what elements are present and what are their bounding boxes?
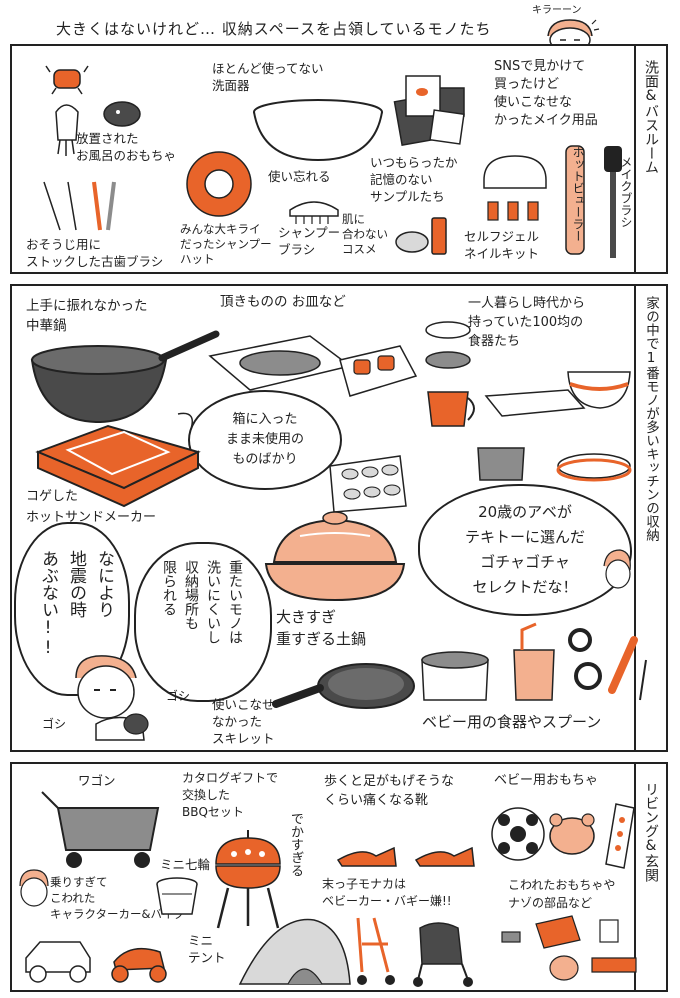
washbowl-label: ほとんど使ってない 洗面器	[212, 61, 324, 93]
samples-label: いつもらったか 記憶のない サンプルたち	[370, 155, 458, 204]
baby-toys-label: ベビー用おもちゃ	[494, 773, 599, 788]
old-toothbrush-label: おそうじ用に ストックした古歯ブラシ	[26, 237, 164, 269]
bathroom-tab	[634, 46, 666, 272]
living-label: リビング&玄関	[643, 782, 659, 882]
character-car-icon	[25, 941, 167, 983]
speech-bubble-quake-text: なにより 地震の時 あぶない!!	[38, 550, 114, 658]
character-car-label: 乗りすぎて こわれた キャラクターカー&バイク	[50, 875, 185, 921]
gift-dishes-label: 頂きものの お皿など	[220, 294, 346, 310]
page-title: 大きくはないけれど… 収納スペースを占領しているモノたち	[56, 20, 492, 38]
shampoo-brush-icon	[289, 201, 339, 224]
hot-curler-icon	[565, 145, 585, 255]
tent-label: ミニ テント	[188, 933, 226, 965]
broken-toys-label: こわれたおもちゃや ナゾの部品など	[508, 878, 616, 910]
gift-boxes-icon	[208, 335, 418, 513]
sfx-goshi-1: ゴシ	[166, 689, 191, 703]
donabe-icon	[264, 511, 406, 602]
author-face-icon-living	[19, 869, 49, 907]
gel-nail-kit-icon	[483, 155, 547, 221]
100yen-dishes-icon	[425, 321, 632, 482]
kitchen-label: 家の中で1番モノが多いキッチンの収納	[643, 296, 659, 542]
wok-label: 上手に振れなかった 中華鍋	[26, 298, 148, 334]
shichirin-label: ミニ七輪	[160, 857, 211, 872]
author-face-icon-kitchen	[603, 549, 631, 589]
baby-dishes-label: ベビー用の食器やスプーン	[422, 713, 602, 731]
shampoo-brush-label: シャンプー ブラシ	[278, 225, 341, 257]
skillet-label: 使いこなせ なかった スキレット	[212, 697, 275, 746]
baby-toys-icon	[491, 803, 635, 869]
speech-bubble-abe-text: 20歳のアベが テキトーに選んだ ゴチャゴチャ セレクトだな！	[464, 503, 585, 596]
bath-toys-label: 放置された お風呂のおもちゃ	[76, 131, 177, 163]
gel-nail-kit-label: セルフジェル ネイルキット	[464, 229, 540, 261]
sfx-goshi-2: ゴシ	[42, 717, 67, 731]
donabe-label: 大きすぎ 重すぎる土鍋	[276, 608, 367, 648]
speech-bubble-boxed: 箱に入った まま未使用の ものばかり	[188, 390, 342, 490]
author-scrubbing-icon	[75, 655, 149, 741]
makeup-brush-icon	[604, 146, 622, 258]
makeup-brush-label: メイクブラシ	[619, 156, 633, 228]
high-heels-icon	[336, 846, 475, 867]
shichirin-icon	[156, 877, 198, 915]
wagon-icon	[41, 791, 160, 868]
bbq-grill-icon	[215, 830, 281, 929]
speech-bubble-heavy	[134, 542, 272, 702]
shampoo-hat-icon	[186, 151, 252, 217]
hot-sand-maker-label: コゲした ホットサンドメーカー	[26, 489, 157, 525]
hot-curler-label: ホットビューラー	[571, 146, 585, 242]
hot-sand-maker-icon	[35, 412, 201, 508]
kitchen-panel: 家の中で1番モノが多いキッチンの収納 上手に振れなかった 中華鍋 頂きものの お…	[10, 284, 668, 752]
living-tab	[634, 764, 666, 990]
baby-dishes-icon	[421, 622, 647, 701]
wagon-label: ワゴン	[78, 773, 116, 788]
mini-tent-icon	[238, 918, 351, 985]
sfx-kira: キラーーン	[532, 5, 582, 16]
bbq-label: カタログギフトで 交換した BBQセット	[182, 771, 279, 819]
dishes-label: 一人暮らし時代から 持っていた100均の 食器たち	[468, 296, 586, 349]
sns-makeup-label: SNSで見かけて 買ったけど 使いこなせな かったメイク用品	[494, 59, 598, 128]
shoes-label: 歩くと足がもげそうな くらい痛くなる靴	[324, 774, 455, 808]
stroller-label: 末っ子モナカは ベビーカー・バギー嫌!!	[322, 877, 452, 908]
living-panel: リビング&玄関 ワゴン 乗りすぎて こわれた キャラクターカー&バイク カタログ…	[10, 762, 668, 992]
samples-icon	[393, 75, 465, 147]
speech-bubble-abe: 20歳のアベが テキトーに選んだ ゴチャゴチャ セレクトだな！	[418, 484, 632, 616]
cosme-label: 肌に 合わない コスメ	[342, 212, 388, 256]
broken-toys-icon	[501, 915, 637, 981]
old-toothbrush-icon	[43, 181, 116, 231]
bath-toys-icon	[45, 65, 141, 156]
strollers-icon	[356, 917, 473, 987]
kitchen-tab	[634, 286, 666, 750]
wok-icon	[30, 330, 220, 424]
skillet-icon	[272, 663, 415, 709]
bbq-big-label: でかすぎる	[288, 812, 303, 877]
speech-bubble-boxed-text: 箱に入った まま未使用の ものばかり	[225, 412, 304, 467]
cosme-icon	[395, 217, 447, 255]
speech-bubble-heavy-text: 重たいモノは 洗いにくいし 収納場所も 限られる	[161, 560, 243, 644]
shampoo-hat-label: みんな大キライ だったシャンプー ハット	[180, 222, 272, 266]
bathroom-panel: 洗面&バスルーム 放置された お風呂のおもちゃ おそうじ用に ストックした古歯ブ…	[10, 44, 668, 274]
forgot-label: 使い忘れる	[268, 169, 331, 184]
bathroom-label: 洗面&バスルーム	[643, 60, 659, 174]
washbowl-icon	[253, 99, 383, 162]
